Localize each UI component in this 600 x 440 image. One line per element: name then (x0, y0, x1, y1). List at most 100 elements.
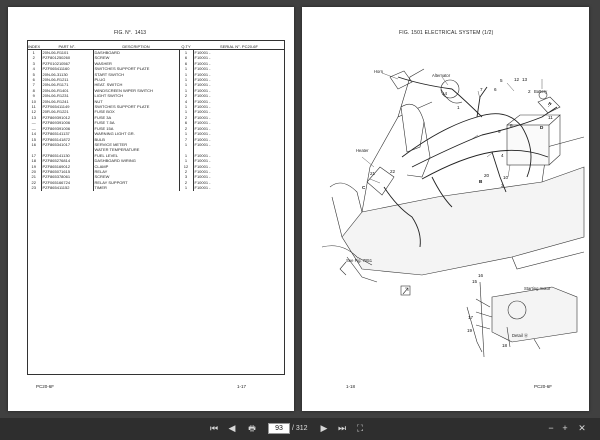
callout-number: 5 (500, 78, 503, 83)
callout-number: 3 (501, 183, 504, 188)
cell-index: 6 (32, 77, 35, 83)
last-page-icon[interactable]: ⏭ (337, 423, 347, 433)
cell-description: SERVICE METER (92, 141, 179, 148)
cell-qty: 1 (178, 104, 193, 110)
cell-qty: 4 (178, 98, 193, 105)
cell-qty: 6 (178, 120, 193, 126)
label-alternator: Alternator (432, 73, 451, 78)
cell-qty: 2 (178, 114, 193, 121)
diagram-labels: Horn Alternator Battery Heater See Fig. … (346, 69, 551, 339)
cell-part: PZF865071615 (40, 168, 93, 175)
cell-index: 10 (31, 98, 36, 104)
label-detail-a: Detail Ⓐ (512, 332, 529, 339)
cell-part: PZF865411152 (40, 185, 93, 191)
cell-serial: F10001 - (192, 158, 285, 164)
cell-serial: F10001 - (192, 120, 285, 126)
label-battery: Battery (534, 89, 548, 94)
cell-serial: F10001 - (192, 87, 285, 94)
header-index: INDEX N° (27, 40, 41, 50)
cell-index: 8 (32, 87, 35, 93)
cell-index: 2 (32, 55, 35, 61)
cell-description: RELAY SUPPORT (92, 179, 179, 186)
cell-description: PLUG (92, 77, 179, 83)
left-footer-model: PC20-6F (36, 384, 55, 389)
cell-index: 11 (31, 104, 36, 110)
close-icon[interactable]: ✕ (578, 423, 586, 433)
cell-index: 18 (31, 158, 36, 164)
zoom-in-icon[interactable]: + (562, 423, 568, 433)
zoom-out-icon[interactable]: − (548, 423, 554, 433)
fig-number-label: FIG. N°. 1413 (114, 30, 147, 36)
cell-description: FUSE BOX (92, 109, 179, 115)
cell-part: 20N-06-R1211 (40, 77, 93, 83)
left-page: FIG. N°. 1413 INDEX N° PART N°. DESCRIPT… (8, 7, 294, 411)
label-heater: Heater (356, 148, 369, 153)
cell-serial: F10001 - (192, 98, 285, 105)
callout-number: 9 (498, 129, 501, 134)
wiring-harness (383, 76, 558, 248)
callout-number: 11 (548, 115, 553, 120)
cell-part: PZF065411160 (40, 66, 93, 72)
cell-serial: F10001 - (192, 104, 285, 110)
prev-page-icon[interactable]: ◀ (228, 423, 236, 433)
cell-part: 20N-06-R1171 (40, 82, 93, 88)
cell-description: FUSE 3A (92, 114, 179, 121)
callout-number: 8 (510, 123, 513, 128)
cell-description: DASHBOARD WIRING (92, 158, 179, 164)
next-page-icon[interactable]: ▶ (320, 423, 328, 433)
cell-serial: F10001 - (192, 55, 285, 61)
left-footer-page: 1-17 (237, 384, 247, 389)
cell-qty: 2 (178, 168, 193, 175)
table-row: WATER TEMPERATURE (27, 147, 285, 153)
header-serial: SERIAL N°. PC20-6F (193, 40, 285, 50)
cell-index: 4 (32, 66, 35, 72)
cell-description: NUT (92, 98, 179, 105)
page-number-input[interactable]: 93 (268, 423, 290, 434)
cell-index: — (31, 125, 36, 131)
cell-part: PZF865341017 (40, 141, 93, 148)
cell-serial: F10001 - (192, 163, 285, 169)
cell-index: 1 (32, 50, 35, 55)
cell-description: RELAY (92, 168, 179, 175)
figure-title: FIG. 1501 ELECTRICAL SYSTEM (1/2) (399, 30, 494, 36)
cell-index: 21 (31, 174, 36, 180)
callout-number: 20 (484, 173, 490, 178)
cell-index: 14 (31, 131, 36, 137)
cell-qty: 7 (178, 136, 193, 142)
machine-outline (321, 68, 585, 283)
cell-index: — (31, 120, 36, 126)
right-footer-page: 1-18 (346, 384, 356, 389)
cell-qty: 1 (178, 77, 193, 83)
cell-serial: F10001 - (192, 152, 285, 159)
callout-number: 18 (502, 343, 508, 348)
cell-part: 20N-06-R1101 (40, 49, 93, 56)
cell-part: PZF865378061 (40, 174, 93, 180)
cell-serial: F10001 - (192, 168, 285, 175)
cell-description: HEAT. SWITCH (92, 82, 179, 88)
cell-description: SCREW (92, 55, 179, 61)
fullscreen-icon[interactable]: ⛶ (356, 423, 364, 433)
cell-qty: 12 (178, 163, 193, 169)
cell-description: DASHBOARD (92, 49, 179, 56)
page-total: / 312 (292, 425, 308, 432)
first-page-icon[interactable]: ⏮ (209, 423, 219, 433)
callout-numbers: 1 2 3 4 5 6 7 8 9 10 11 12 13 14 15 16 1… (362, 77, 553, 348)
callout-number: 16 (478, 273, 484, 278)
cell-part: PZF010210567 (40, 60, 93, 67)
cell-index: 20 (31, 168, 36, 174)
cell-serial: F10001 - (192, 93, 285, 99)
cell-serial: F10001 - (192, 131, 285, 137)
cell-qty: 1 (178, 158, 193, 164)
callout-number: 14 (442, 91, 448, 96)
callout-number: 7 (480, 87, 483, 92)
print-icon[interactable]: 🖶 (248, 424, 256, 433)
